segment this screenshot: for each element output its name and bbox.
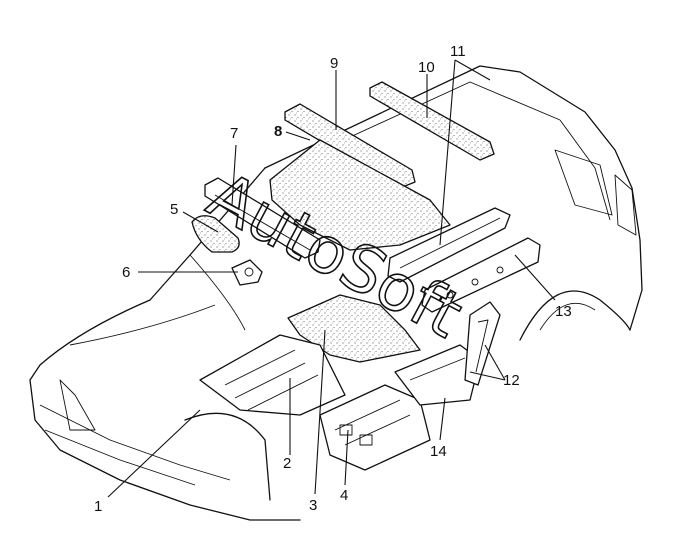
roof-rail-rear — [369, 81, 495, 161]
front-floor-panel — [199, 334, 346, 416]
callout-numbers: 1 2 3 4 5 6 7 8 9 10 11 12 13 14 — [94, 43, 572, 515]
sun-visor — [191, 215, 240, 253]
rear-quarter-trim — [464, 301, 501, 386]
callout-6: 6 — [122, 264, 130, 281]
callout-13: 13 — [555, 303, 572, 320]
leader-lines — [107, 59, 556, 498]
headliner-panel — [269, 139, 451, 251]
rear-side-panel — [421, 237, 541, 313]
mirror-bracket — [231, 259, 263, 286]
callout-4: 4 — [340, 487, 348, 504]
callout-8: 8 — [274, 123, 282, 140]
front-header-panel — [204, 177, 321, 259]
callout-1: 1 — [94, 498, 102, 515]
callout-14: 14 — [430, 443, 447, 460]
callout-3: 3 — [309, 497, 317, 514]
callout-10: 10 — [418, 59, 435, 76]
roof-rail-front — [284, 103, 416, 189]
car-body-outline — [29, 65, 643, 521]
callout-9: 9 — [330, 55, 338, 72]
front-floor-carpet — [287, 294, 421, 363]
callout-5: 5 — [170, 201, 178, 218]
side-rail-trim — [387, 207, 511, 283]
callout-2: 2 — [283, 455, 291, 472]
callout-7: 7 — [230, 125, 238, 142]
callout-12: 12 — [503, 372, 520, 389]
callout-11: 11 — [450, 43, 466, 60]
